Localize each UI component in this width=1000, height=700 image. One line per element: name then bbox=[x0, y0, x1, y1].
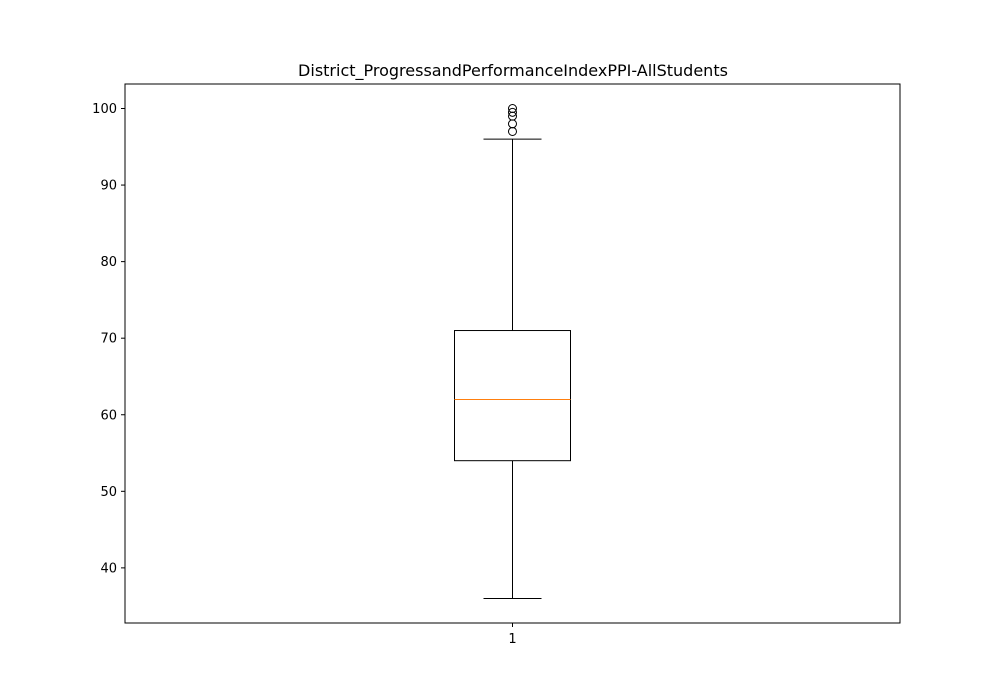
outlier-point bbox=[508, 104, 517, 113]
box-iqr bbox=[454, 330, 571, 462]
y-tick-label: 50 bbox=[100, 485, 117, 500]
y-tick-label: 70 bbox=[100, 332, 117, 347]
x-axis: 1 bbox=[508, 623, 517, 647]
y-tick-label: 90 bbox=[100, 179, 117, 194]
y-tick-label: 80 bbox=[100, 255, 117, 270]
y-tick-label: 100 bbox=[92, 102, 117, 117]
box-series bbox=[454, 104, 571, 599]
y-tick-label: 40 bbox=[100, 561, 117, 576]
chart-title: District_ProgressandPerformanceIndexPPI-… bbox=[298, 61, 728, 81]
y-axis: 40 50 60 70 80 90 100 bbox=[92, 102, 125, 576]
outlier-point bbox=[508, 107, 517, 117]
x-tick-label: 1 bbox=[508, 632, 516, 647]
y-tick-label: 60 bbox=[100, 408, 117, 423]
